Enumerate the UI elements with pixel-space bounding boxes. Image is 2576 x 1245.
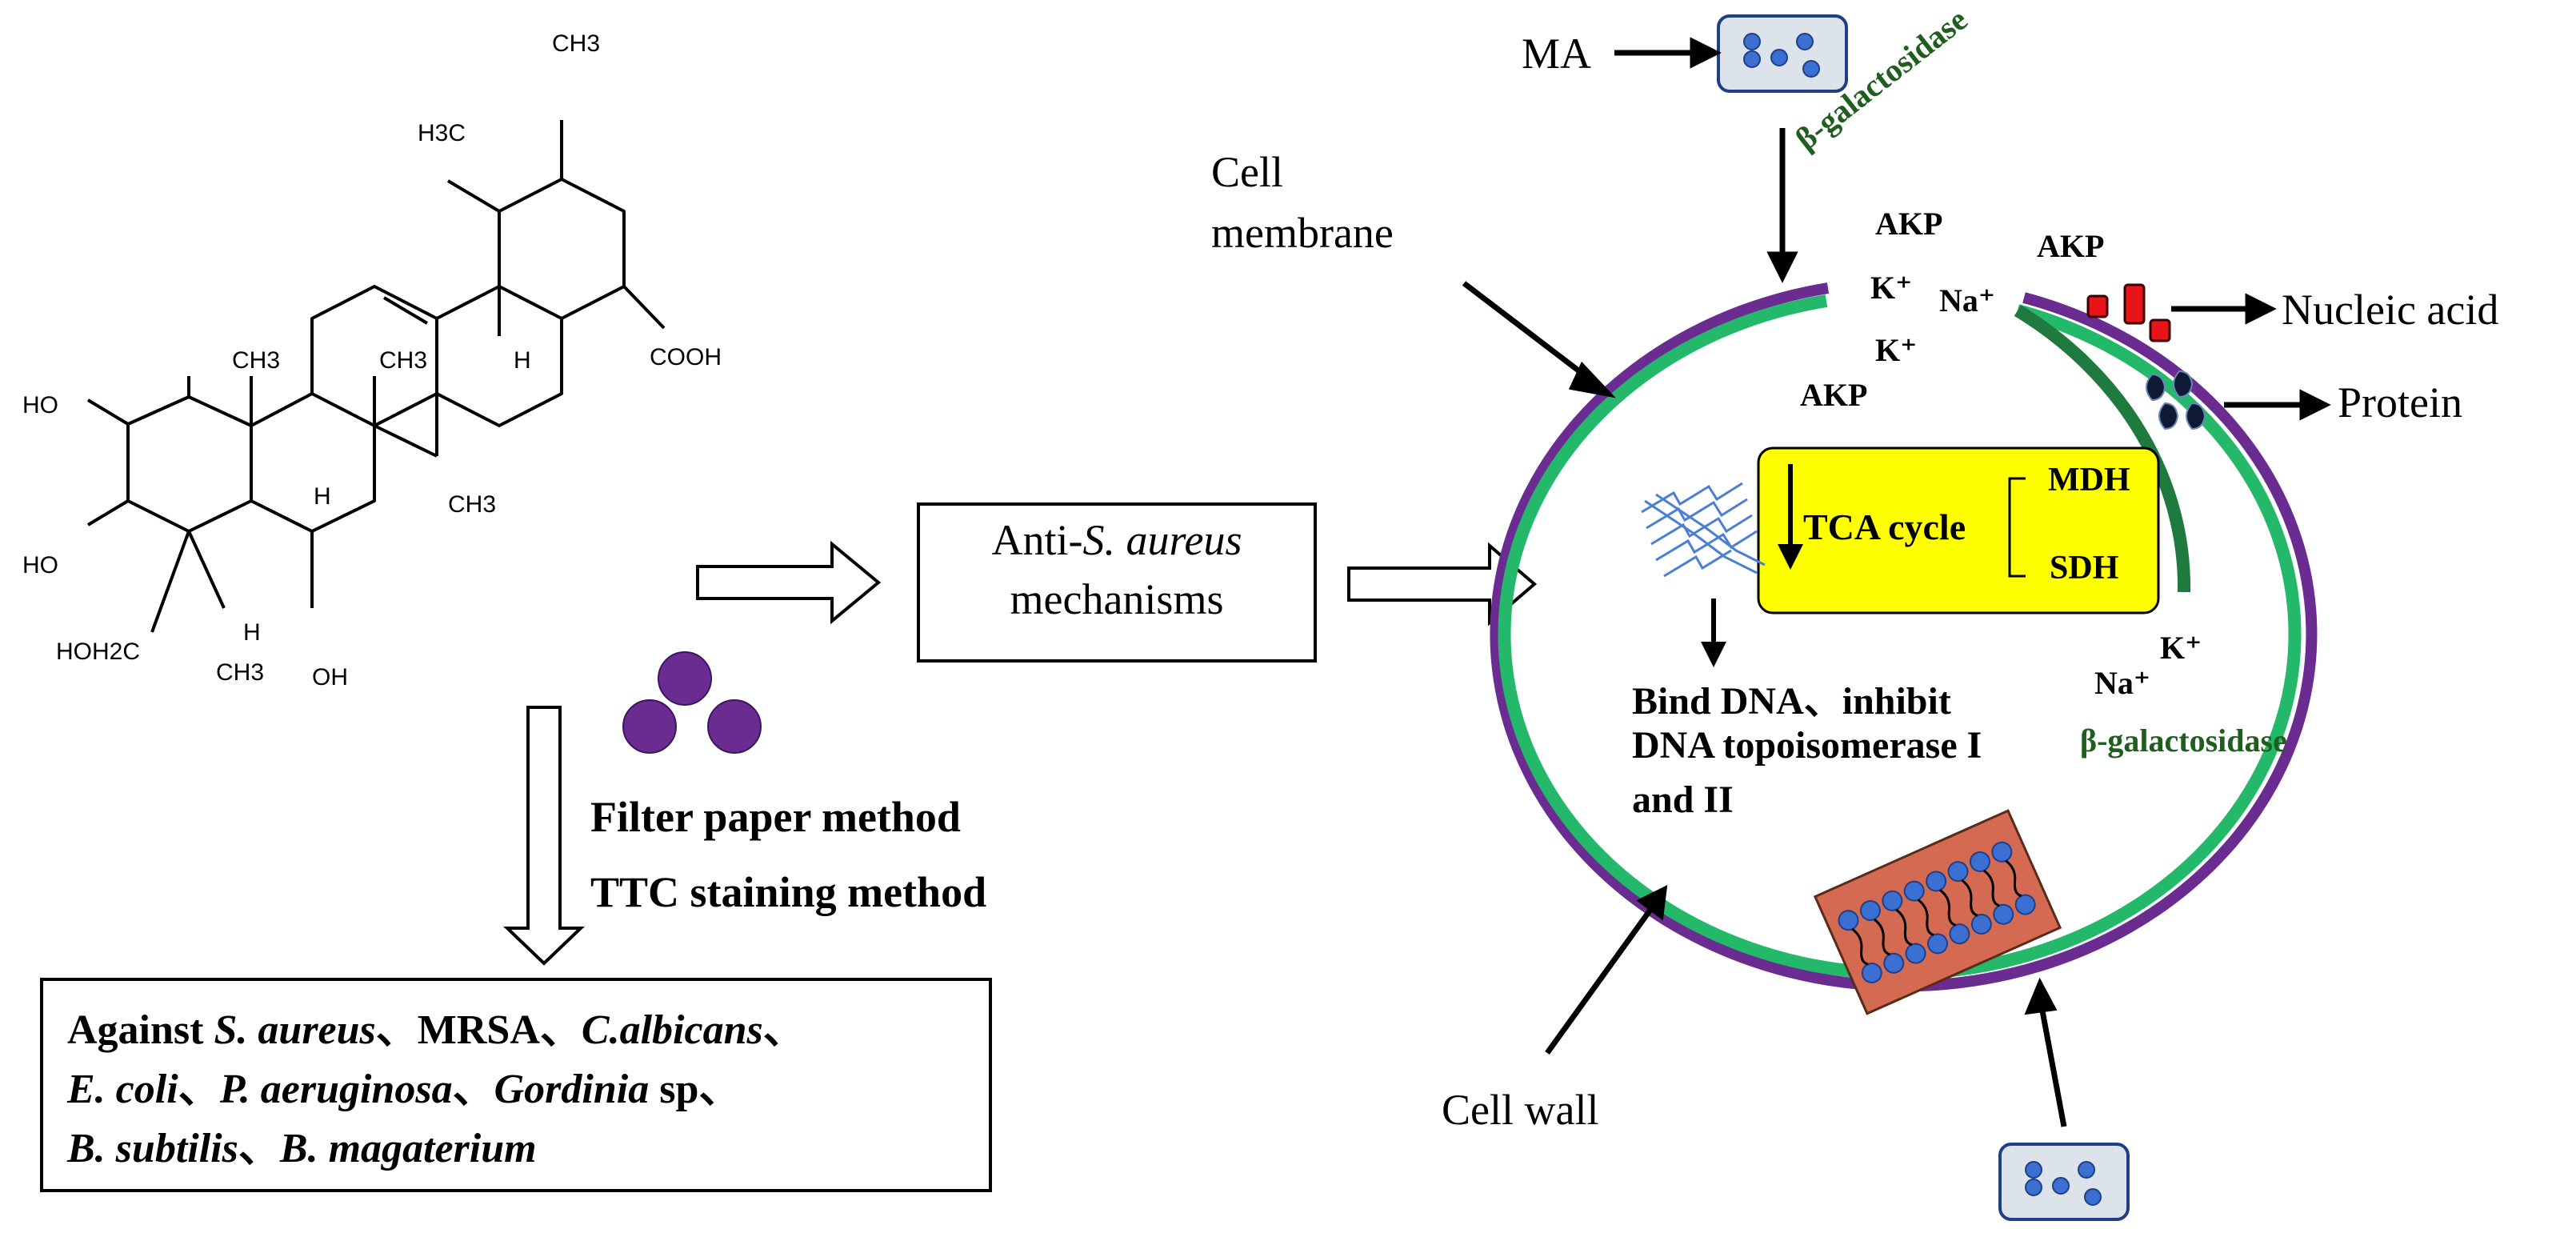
mol-ch3-top: CH3 — [552, 30, 600, 57]
dna-helix-icon — [1641, 482, 1766, 578]
mol-ch3-c14: CH3 — [448, 491, 496, 518]
method-filter-paper: Filter paper method — [590, 793, 961, 841]
dna-line-3: and II — [1632, 779, 1734, 821]
sdh-label: SDH — [2050, 550, 2119, 586]
b-gal-right-label: β-galactosidase — [2080, 723, 2287, 759]
nucleic-fragment-2 — [2123, 283, 2146, 325]
sep-4: 、 — [238, 1126, 280, 1171]
na-label-1: Na⁺ — [1939, 282, 1995, 318]
against-row-3: B. subtilis、B. magaterium — [67, 1114, 537, 1174]
mol-oh-6: OH — [312, 664, 348, 691]
mol-h3c: H3C — [418, 120, 466, 146]
akp-label-2: AKP — [2037, 228, 2105, 264]
akp-label-1: AKP — [1875, 206, 1943, 242]
org-e-coli: E. coli — [67, 1067, 178, 1112]
cell-membrane-dark-segment — [2014, 305, 2191, 593]
org-gordinia-sp: sp、 — [649, 1067, 741, 1112]
sep-3: 、 — [452, 1067, 494, 1112]
mechanism-line1: Anti-S. aureus — [917, 515, 1317, 565]
org-b-magaterium: B. magaterium — [279, 1126, 537, 1171]
sep-2: 、 — [178, 1067, 220, 1112]
mol-h-9: H — [314, 483, 331, 510]
org-mrsa: 、MRSA、 — [375, 1007, 582, 1053]
purple-particle-right — [707, 699, 762, 754]
against-label: Against — [67, 1007, 214, 1053]
mechanism-line2: mechanisms — [1010, 575, 1224, 623]
cell-wall-label: Cell wall — [1442, 1086, 1599, 1134]
purple-particle-left — [622, 699, 677, 754]
mol-ho-2: HO — [22, 392, 58, 418]
mol-ch3-c8: CH3 — [379, 347, 427, 374]
nucleic-fragment-3 — [2149, 318, 2171, 342]
protein-drop-4 — [2186, 402, 2206, 430]
mechanism-species: S. aureus — [1082, 516, 1242, 564]
org-p-aeruginosa: P. aeruginosa — [219, 1067, 453, 1112]
dna-line-1: Bind DNA、inhibit — [1632, 680, 1951, 723]
membrane-pore-icon — [1813, 809, 2062, 1015]
mechanism-box — [917, 502, 1317, 663]
mechanism-prefix: Anti- — [991, 516, 1083, 564]
protein-drop-3 — [2158, 402, 2179, 430]
na-label-2: Na⁺ — [2094, 665, 2150, 701]
org-s-aureus: S. aureus — [214, 1007, 376, 1053]
mol-hoh2c: HOH2C — [56, 639, 140, 665]
mol-ch3-c10: CH3 — [232, 347, 280, 374]
tca-label: TCA cycle — [1803, 506, 1966, 547]
org-b-subtilis: B. subtilis — [67, 1126, 238, 1171]
ma-label: MA — [1522, 30, 1592, 78]
method-ttc: TTC staining method — [590, 868, 987, 916]
protein-label: Protein — [2338, 378, 2462, 426]
mol-ch3-c4: CH3 — [216, 659, 264, 686]
cell-membrane-label-2: membrane — [1211, 209, 1394, 257]
against-box — [40, 978, 992, 1192]
protein-drop-1 — [2146, 373, 2166, 402]
mol-h-18: H — [514, 347, 531, 374]
tca-box — [1757, 446, 2160, 614]
k-label-3: K⁺ — [2160, 630, 2202, 666]
dna-line-2: DNA topoisomerase I — [1632, 724, 1982, 767]
k-label-1: K⁺ — [1870, 270, 1913, 306]
sep-1: 、 — [762, 1007, 805, 1053]
nucleic-fragment-1 — [2086, 294, 2109, 318]
akp-label-3: AKP — [1800, 377, 1868, 413]
org-gordinia: Gordinia — [494, 1067, 650, 1112]
nucleic-acid-label: Nucleic acid — [2282, 286, 2499, 334]
mol-h-5: H — [243, 619, 261, 646]
mol-ho-3: HO — [22, 552, 58, 578]
mol-cooh: COOH — [650, 344, 722, 370]
purple-particle-top — [658, 651, 712, 706]
org-c-albicans: C.albicans — [581, 1007, 763, 1053]
protein-drop-2 — [2173, 370, 2194, 398]
tca-bracket — [2008, 477, 2026, 578]
against-row-1: Against S. aureus、MRSA、C.albicans、 — [67, 995, 805, 1055]
mdh-label: MDH — [2048, 462, 2130, 498]
k-label-2: K⁺ — [1875, 332, 1918, 368]
cell-membrane-label-1: Cell — [1211, 148, 1283, 196]
against-row-2: E. coli、P. aeruginosa、Gordinia sp、 — [67, 1055, 740, 1115]
